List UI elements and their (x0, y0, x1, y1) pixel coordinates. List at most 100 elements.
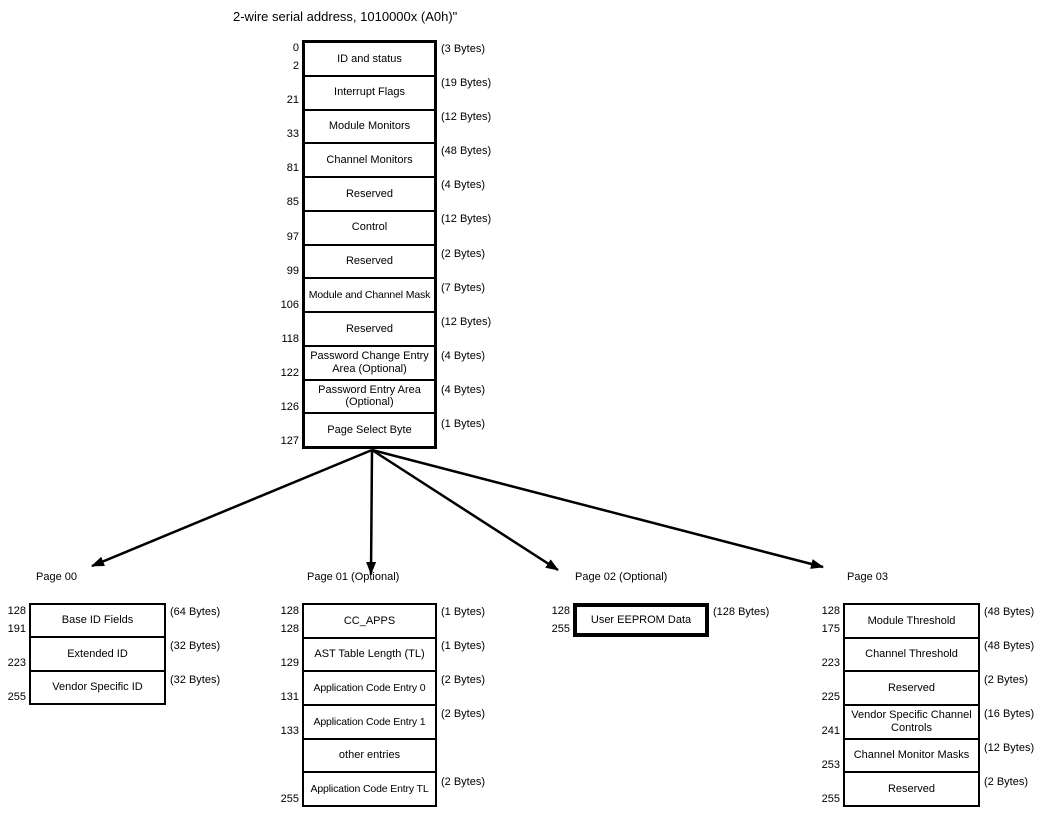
row-label: Module Threshold (867, 614, 956, 627)
address-label: 223 (7, 657, 26, 669)
address-label: 255 (821, 793, 840, 805)
row-label: Reserved (887, 681, 936, 694)
memory-row: Application Code Entry 1 (304, 706, 435, 740)
memory-row: Reserved (845, 773, 978, 805)
arrow-to-page-01 (366, 449, 377, 575)
byte-count-label: (19 Bytes) (441, 77, 492, 90)
arrow-to-page-02 (371, 448, 559, 572)
memory-row: Interrupt Flags (305, 77, 434, 111)
memory-row: Module and Channel Mask (305, 279, 434, 313)
address-label: 122 (280, 366, 299, 379)
byte-count-label: (4 Bytes) (441, 179, 486, 192)
address-label: 85 (286, 196, 299, 209)
byte-count-label: (12 Bytes) (441, 111, 492, 124)
memory-row: Vendor Specific ID (31, 672, 164, 703)
memory-row: Control (305, 212, 434, 246)
memory-row: Password Entry Area (Optional) (305, 381, 434, 415)
page-02-table-label: Page 02 (Optional) (575, 571, 668, 583)
row-label: Extended ID (67, 647, 128, 660)
byte-count-label: (16 Bytes) (984, 708, 1035, 720)
page-01-table-label: Page 01 (Optional) (307, 571, 400, 583)
page-01-table: CC_APPS AST Table Length (TL) Application … (302, 603, 437, 807)
memory-row: Extended ID (31, 638, 164, 672)
row-label: Channel Monitor Masks (853, 749, 970, 762)
row-label: Application Code Entry 0 (313, 681, 426, 694)
memory-row: User EEPROM Data (577, 607, 705, 633)
byte-count-label: (64 Bytes) (170, 606, 221, 618)
address-label: 223 (821, 657, 840, 669)
byte-count-label: (12 Bytes) (441, 213, 492, 226)
memory-row: AST Table Length (TL) (304, 639, 435, 673)
row-label: Interrupt Flags (334, 86, 405, 99)
memory-row: Channel Monitors (305, 144, 434, 178)
byte-count-label: (4 Bytes) (441, 349, 486, 362)
address-label: 255 (551, 623, 570, 635)
byte-count-label: (2 Bytes) (984, 674, 1029, 686)
row-label: Base ID Fields (61, 614, 134, 627)
row-label: Vendor Specific Channel Controls (851, 709, 972, 734)
byte-count-label: (1 Bytes) (441, 606, 486, 618)
byte-count-label: (4 Bytes) (441, 383, 486, 396)
memory-row: Module Threshold (845, 605, 978, 639)
row-label: Reserved (345, 322, 394, 335)
address-label: 128 (551, 605, 570, 617)
address-label: 118 (281, 332, 299, 345)
byte-count-label: (3 Bytes) (441, 43, 486, 55)
row-label: Control (351, 221, 388, 234)
byte-count-label: (2 Bytes) (441, 674, 486, 686)
byte-count-label: (2 Bytes) (984, 776, 1029, 788)
page-02-table: User EEPROM Data (573, 603, 709, 637)
address-label: 81 (286, 162, 299, 175)
address-label: 99 (286, 264, 299, 277)
address-label: 128 (280, 605, 299, 617)
row-label: Module Monitors (328, 120, 411, 133)
row-label: AST Table Length (TL) (314, 648, 425, 661)
byte-count-label: (1 Bytes) (441, 417, 486, 430)
byte-count-label: (2 Bytes) (441, 247, 486, 260)
row-label: Reserved (887, 782, 936, 795)
row-label: other entries (338, 749, 401, 762)
byte-count-label: (32 Bytes) (170, 674, 221, 686)
arrow-to-page-00 (91, 448, 373, 568)
address-label: 127 (280, 435, 299, 447)
address-label: 128 (821, 605, 840, 617)
byte-count-label: (2 Bytes) (441, 708, 486, 720)
byte-count-label: (32 Bytes) (170, 640, 221, 652)
row-label: Password Entry Area (Optional) (318, 383, 421, 409)
byte-count-label: (12 Bytes) (441, 315, 492, 328)
address-label: 21 (286, 94, 299, 107)
byte-count-label: (12 Bytes) (984, 742, 1035, 754)
address-label: 128 (280, 623, 299, 635)
row-label: Page Select Byte (327, 423, 412, 436)
memory-row: ID and status (305, 43, 434, 77)
address-label: 191 (7, 623, 26, 635)
row-label: Application Code Entry TL (310, 782, 429, 795)
row-label: ID and status (337, 52, 402, 65)
memory-row: Vendor Specific Channel Controls (845, 706, 978, 740)
arrow-to-page-03 (371, 448, 824, 569)
row-label: Channel Threshold (865, 648, 958, 661)
byte-count-label: (48 Bytes) (984, 606, 1035, 618)
memory-row: Base ID Fields (31, 605, 164, 639)
memory-row: Reserved (845, 672, 978, 707)
memory-row: Application Code Entry TL (304, 773, 435, 805)
memory-row: Password Change Entry Area (Optional) (305, 347, 434, 381)
memory-row: other entries (304, 740, 435, 774)
byte-count-label: (128 Bytes) (713, 606, 770, 618)
address-label: 126 (280, 400, 299, 413)
byte-count-label: (7 Bytes) (441, 281, 486, 294)
address-label: 129 (280, 657, 299, 669)
row-label: Password Change Entry Area (Optional) (310, 350, 429, 375)
address-label: 131 (280, 691, 299, 703)
memory-row: Channel Monitor Masks (845, 740, 978, 774)
page-00-table-label: Page 00 (36, 571, 77, 583)
memory-row: CC_APPS (304, 605, 435, 639)
address-label: 241 (821, 725, 840, 737)
address-label: 255 (280, 793, 299, 805)
address-label: 2 (292, 60, 299, 73)
address-label: 33 (286, 128, 299, 141)
